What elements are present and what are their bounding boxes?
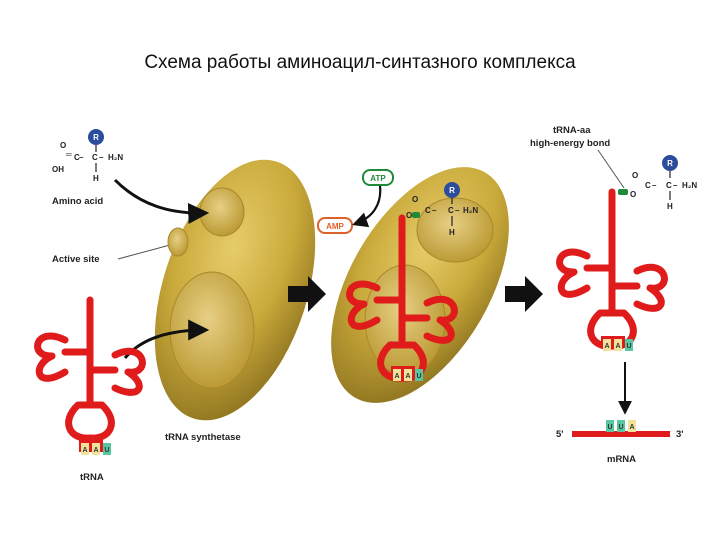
panel-1: R O ═ C – C – H₂N OH H Amino acid Active… [34,129,316,483]
svg-text:OH: OH [52,165,64,174]
mrna-strand: U U A [572,420,670,437]
svg-text:A: A [93,447,98,454]
svg-text:C: C [92,153,98,162]
five-prime-label: 5' [556,429,564,440]
step-arrow-1 [288,276,326,312]
amino-acid-label: Amino acid [52,196,103,207]
svg-text:U: U [626,343,631,350]
svg-text:A: A [405,373,410,380]
svg-text:A: A [615,343,620,350]
trna-1: A A U [34,296,146,455]
arrow-atp-to-amp [352,185,382,228]
svg-text:═: ═ [65,150,72,159]
svg-text:U: U [104,447,109,454]
svg-text:O: O [60,141,66,150]
svg-text:C: C [645,181,651,190]
amp-pill: AMP [317,217,353,234]
svg-text:C: C [425,206,431,215]
svg-text:R: R [449,186,455,195]
svg-text:H₂N: H₂N [108,153,123,162]
enzyme-2 [331,167,509,403]
svg-text:–: – [79,153,84,162]
three-prime-label: 3' [676,429,684,440]
amino-acid-structure-1: R O ═ C – C – H₂N OH H [52,129,123,183]
svg-text:–: – [673,181,678,190]
svg-text:R: R [93,133,99,142]
svg-text:U: U [607,424,612,431]
svg-text:H₂N: H₂N [682,181,697,190]
svg-text:R: R [667,159,673,168]
svg-text:–: – [99,153,104,162]
panel-3: tRNA-aa high-energy bond R O C – C – H₂N… [530,125,697,465]
svg-text:H: H [667,202,673,211]
trna-label: tRNA [80,472,104,483]
mrna-label: mRNA [607,454,636,465]
step-arrow-2 [505,276,543,312]
amino-acid-structure-3: R O C – C – H₂N H O [618,155,697,211]
svg-text:C: C [666,181,672,190]
svg-text:C: C [74,153,80,162]
trna-3: A A U [556,188,668,351]
svg-text:–: – [652,181,657,190]
svg-text:C: C [448,206,454,215]
svg-text:U: U [416,373,421,380]
bond-pointer [597,149,625,189]
svg-text:O: O [412,195,418,204]
trna-2: A A U [346,214,458,382]
diagram-title: Схема работы аминоацил-синтазного компле… [144,52,576,73]
svg-text:H₂N: H₂N [463,206,478,215]
svg-text:A: A [629,424,634,431]
svg-text:A: A [604,343,609,350]
svg-text:–: – [432,206,437,215]
atp-pill: ATP [362,169,394,186]
svg-text:H: H [93,174,99,183]
active-site-label: Active site [52,254,100,265]
panel-2: ATP AMP R O C – C – H₂N H O [317,167,509,403]
arrow-amino-acid-to-site [113,178,210,224]
svg-text:O: O [632,171,638,180]
svg-text:A: A [394,373,399,380]
trna-aa-label: tRNA-aa [553,125,591,136]
svg-text:H: H [449,228,455,237]
enzyme-1 [154,159,316,421]
high-energy-bond-label: high-energy bond [530,138,610,149]
svg-text:–: – [455,206,460,215]
svg-text:ATP: ATP [370,174,386,183]
svg-text:O: O [406,211,412,220]
svg-text:U: U [618,424,623,431]
active-site-pointer [117,244,171,260]
svg-text:AMP: AMP [326,222,344,231]
trna-synthetase-label: tRNA synthetase [165,432,241,443]
svg-text:A: A [82,447,87,454]
amino-acid-structure-2: R O C – C – H₂N H O [406,182,478,237]
svg-text:O: O [630,190,636,199]
